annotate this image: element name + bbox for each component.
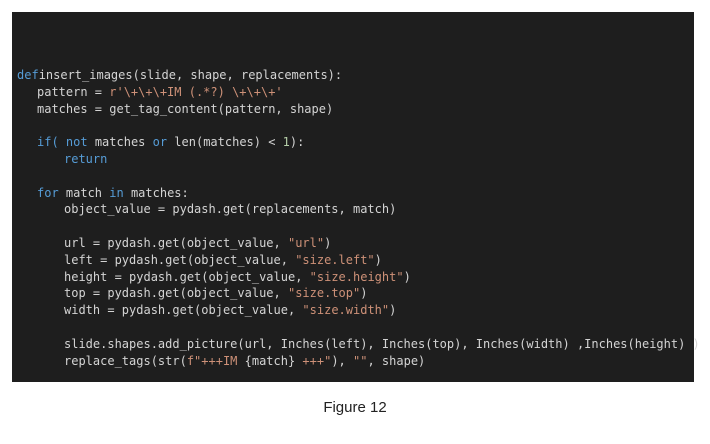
code-keyword: not	[58, 135, 88, 150]
code-text: replace_tags(str(	[64, 353, 187, 368]
code-text: slide.shapes.add_picture(url, Inches(lef…	[64, 336, 700, 351]
code-keyword: in	[109, 185, 124, 200]
code-text: url = pydash.get(object_value,	[64, 235, 288, 250]
code-line: top = pydash.get(object_value, "size.top…	[17, 285, 700, 302]
code-text: len(matches) <	[167, 135, 283, 150]
code-text: )	[389, 303, 397, 318]
code-keyword: for	[37, 185, 59, 200]
code-keyword: or	[152, 135, 168, 150]
code-keyword: return	[64, 151, 108, 166]
code-lines: definsert_images(slide, shape, replaceme…	[17, 67, 700, 369]
code-text: matches:	[123, 185, 189, 200]
code-line: slide.shapes.add_picture(url, Inches(lef…	[17, 336, 700, 353]
code-text: insert_images(slide, shape, replacements…	[38, 68, 343, 82]
code-line: width = pydash.get(object_value, "size.w…	[17, 302, 700, 319]
code-line: if( not matches or len(matches) < 1):	[17, 134, 700, 151]
code-text: object_value = pydash.get(replacements, …	[64, 202, 397, 217]
code-line: left = pydash.get(object_value, "size.le…	[17, 252, 700, 269]
code-line: return	[17, 151, 700, 168]
code-line: pattern = r'\+\+\+IM (.*?) \+\+\+'	[17, 84, 700, 101]
code-string: f"+++IM	[186, 353, 245, 368]
code-text: pattern =	[37, 84, 110, 99]
code-text: matches	[87, 135, 153, 150]
code-string: "size.top"	[287, 286, 361, 301]
code-line	[17, 117, 700, 134]
code-text: width = pydash.get(object_value,	[64, 303, 303, 318]
figure-caption: Figure 12	[323, 399, 387, 416]
code-string: "size.left"	[295, 252, 375, 267]
code-keyword: if(	[37, 135, 59, 150]
code-line: replace_tags(str(f"+++IM {match} +++"), …	[17, 353, 700, 370]
code-text: match	[58, 185, 110, 200]
code-string: "url"	[287, 235, 325, 250]
code-keyword: def	[17, 68, 39, 82]
code-string: ""	[353, 353, 368, 368]
code-screenshot: definsert_images(slide, shape, replaceme…	[12, 12, 700, 382]
code-string: "size.width"	[302, 303, 390, 318]
code-line: for match in matches:	[17, 185, 700, 202]
code-text: )	[374, 252, 382, 267]
code-line	[17, 218, 700, 235]
code-number: 1	[282, 135, 290, 150]
code-text: matches = get_tag_content(pattern, shape…	[37, 101, 334, 116]
code-line: height = pydash.get(object_value, "size.…	[17, 269, 700, 286]
code-line: object_value = pydash.get(replacements, …	[17, 201, 700, 218]
code-string: +++"	[295, 353, 332, 368]
code-text: height = pydash.get(object_value,	[64, 269, 310, 284]
code-text: {match}	[244, 353, 296, 368]
code-line	[17, 319, 700, 336]
code-line: definsert_images(slide, shape, replaceme…	[17, 67, 700, 84]
code-string: r'\+\+\+IM (.*?) \+\+\+'	[109, 84, 283, 99]
code-line: url = pydash.get(object_value, "url")	[17, 235, 700, 252]
code-text: )	[360, 286, 368, 301]
code-text: )	[403, 269, 411, 284]
code-text: )	[324, 235, 332, 250]
code-text: left = pydash.get(object_value,	[64, 252, 296, 267]
code-text: ),	[331, 353, 354, 368]
code-string: "size.height"	[309, 269, 404, 284]
code-line	[17, 168, 700, 185]
code-text: , shape)	[367, 353, 426, 368]
code-line: matches = get_tag_content(pattern, shape…	[17, 101, 700, 118]
code-text: top = pydash.get(object_value,	[64, 286, 288, 301]
code-text: ):	[289, 135, 305, 150]
